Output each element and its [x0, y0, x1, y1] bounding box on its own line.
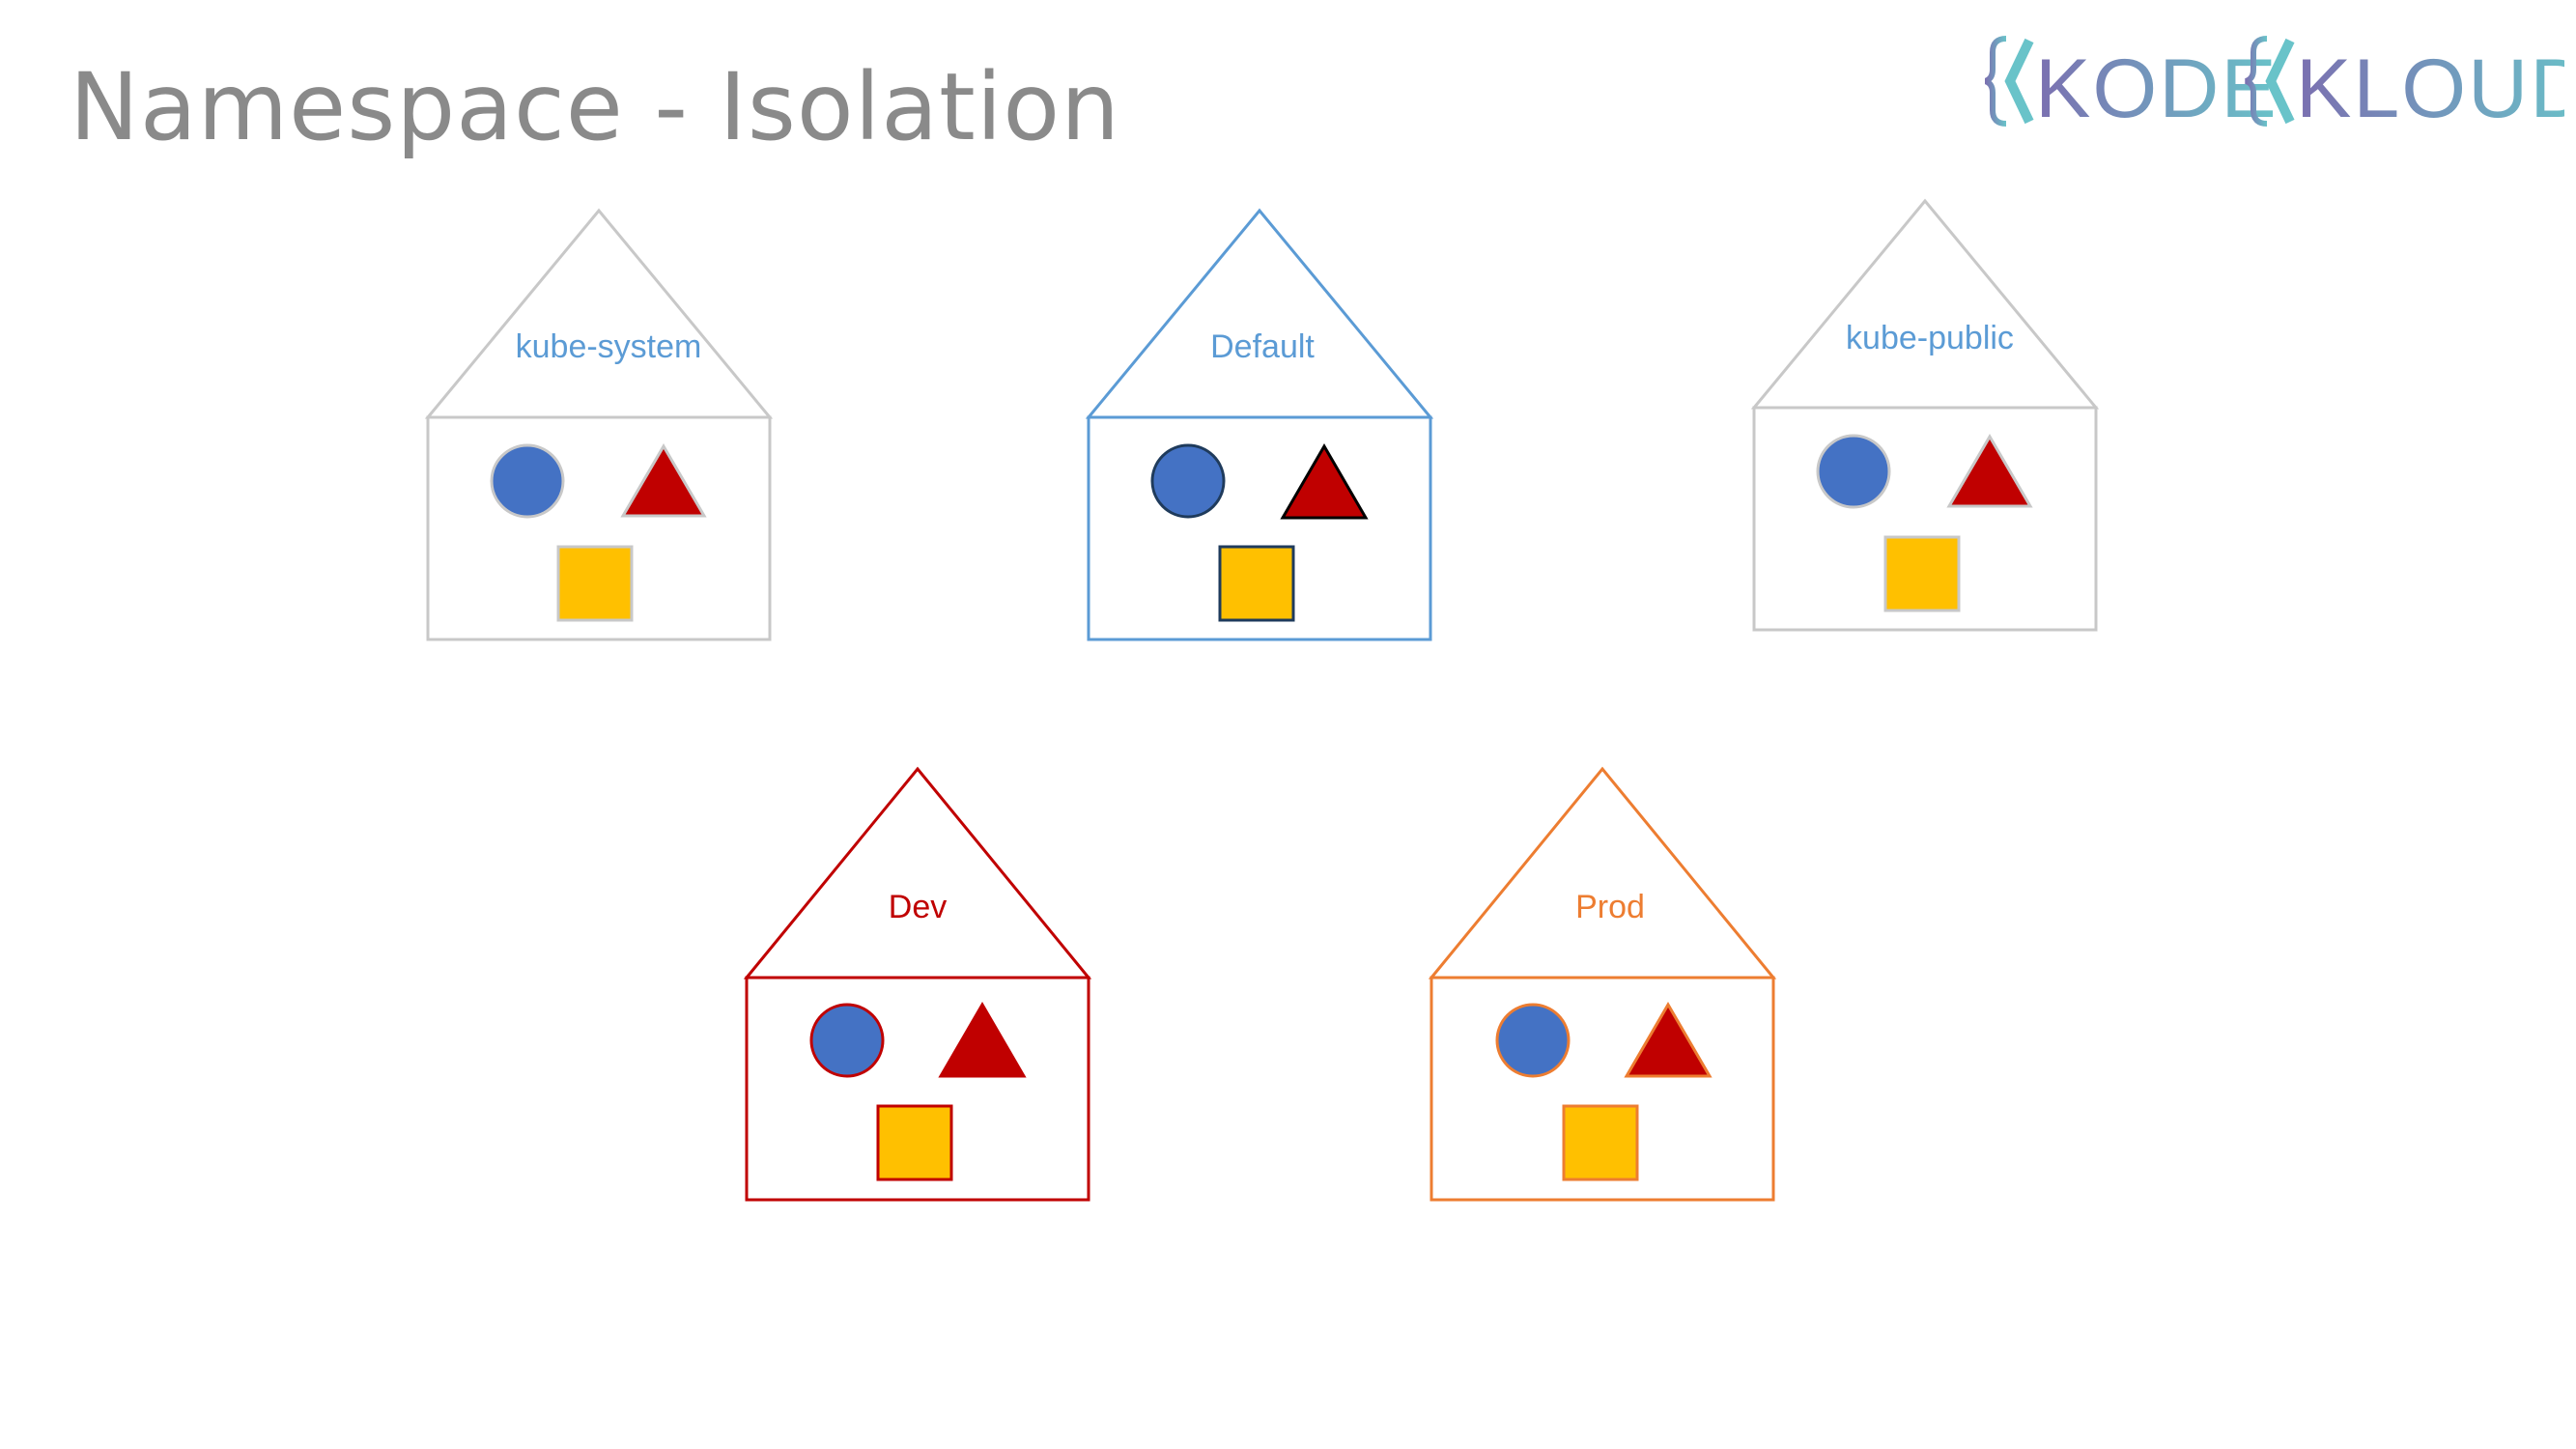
pod-triangle [1280, 443, 1369, 520]
pod-triangle [1624, 1002, 1713, 1078]
namespace-house-kube-public: kube-public [1750, 198, 2100, 632]
pod-square [1218, 545, 1295, 622]
house-roof [743, 766, 1092, 980]
pod-square [1562, 1104, 1639, 1181]
namespace-label: Dev [889, 889, 947, 925]
logo-k2-chevron-icon [2265, 38, 2295, 125]
house-roof [424, 208, 774, 419]
namespace-label: kube-public [1846, 320, 2014, 356]
pod-circle [1816, 434, 1891, 509]
pod-triangle [1946, 434, 2033, 508]
logo-text-kode: KODE [2035, 43, 2279, 133]
house-roof [1085, 208, 1434, 419]
house-roof [1428, 766, 1777, 980]
logo-brace-left-icon [1985, 36, 2007, 127]
logo-k-chevron-icon [2004, 38, 2034, 125]
logo-brace-right-icon [2245, 36, 2268, 127]
namespace-house-kube-system: kube-system [424, 208, 774, 641]
pod-square [556, 545, 634, 622]
namespace-label: Default [1210, 328, 1315, 365]
pod-square [876, 1104, 953, 1181]
pod-circle [809, 1003, 885, 1078]
namespace-label: kube-system [516, 328, 702, 365]
kodekloud-logo: KODE KLOUD [1985, 36, 2564, 133]
house-body [426, 415, 772, 641]
pod-triangle [938, 1002, 1027, 1078]
pod-square [1883, 535, 1961, 612]
page-title: Namespace - Isolation [70, 53, 1120, 161]
house-roof [1750, 198, 2100, 410]
house-body [1752, 406, 2098, 632]
house-body [1087, 415, 1432, 641]
pod-triangle [620, 443, 707, 518]
logo-text-kloud: KLOUD [2296, 43, 2564, 133]
namespace-house-dev: Dev [743, 766, 1092, 1202]
house-body [745, 976, 1090, 1202]
pod-circle [1150, 443, 1226, 519]
pod-circle [490, 443, 565, 519]
namespace-house-prod: Prod [1428, 766, 1777, 1202]
pod-circle [1495, 1003, 1571, 1078]
house-body [1430, 976, 1775, 1202]
namespace-house-default: Default [1085, 208, 1434, 641]
namespace-label: Prod [1575, 889, 1645, 925]
